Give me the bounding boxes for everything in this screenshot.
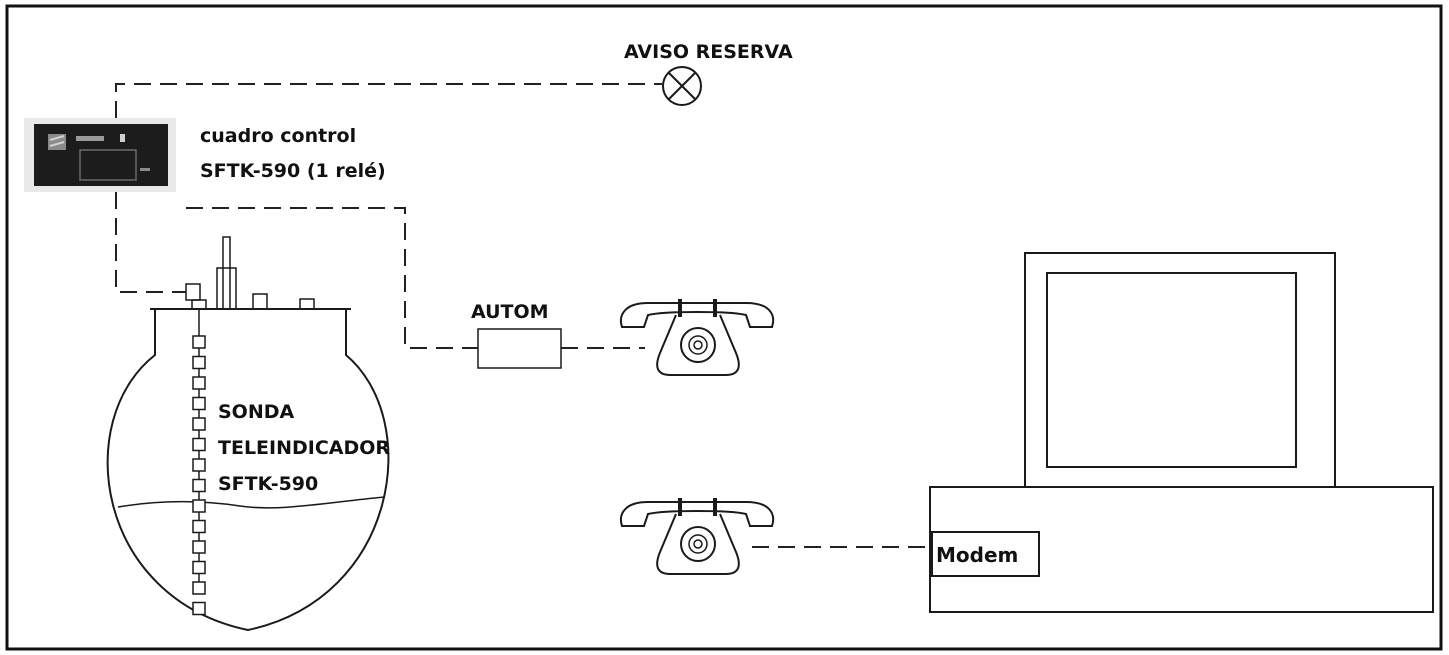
sonda-label-line1: SONDA (218, 401, 295, 423)
telephone-icon (620, 299, 775, 376)
connection-panel-to-lamp (115, 83, 662, 118)
probe-sensor-node (192, 478, 206, 493)
probe-sensor-node (192, 540, 206, 554)
sonda-label-line2: TELEINDICADOR (218, 437, 390, 459)
diagram-frame (5, 4, 1443, 651)
probe-sensor-node (192, 519, 206, 534)
sonda-label-line3: SFTK-590 (218, 473, 318, 495)
control-panel-icon (24, 118, 176, 192)
modem-label: Modem (936, 543, 1018, 567)
autom-label: AUTOM (471, 301, 549, 323)
probe-sensor-node (192, 581, 206, 595)
computer-icon (929, 252, 1434, 613)
autom-box (477, 328, 562, 369)
connection-probe-to-autom (186, 207, 478, 349)
tank-icon (106, 236, 390, 632)
probe-sensor-node (192, 376, 206, 390)
connection-panel-to-probe (115, 192, 186, 293)
probe-sensor-node (192, 437, 206, 452)
modem-box (931, 531, 1040, 577)
probe-sensor-node (192, 601, 206, 616)
probe-sensor-node (192, 335, 206, 349)
probe-sensor-node (192, 417, 206, 431)
probe-sensor-node (192, 355, 206, 370)
cuadro-control-label-line1: cuadro control (200, 125, 356, 147)
probe-sensor-node (192, 499, 206, 513)
probe-sensor-node (192, 458, 206, 472)
probe-sensor-node (192, 560, 206, 575)
aviso-reserva-label: AVISO RESERVA (624, 41, 793, 63)
cuadro-control-label-line2: SFTK-590 (1 relé) (200, 160, 386, 182)
telephone-icon (620, 498, 775, 575)
warning-lamp-icon (662, 66, 702, 106)
probe-sensor-node (192, 396, 206, 411)
probe-sensor-chain (192, 309, 206, 616)
